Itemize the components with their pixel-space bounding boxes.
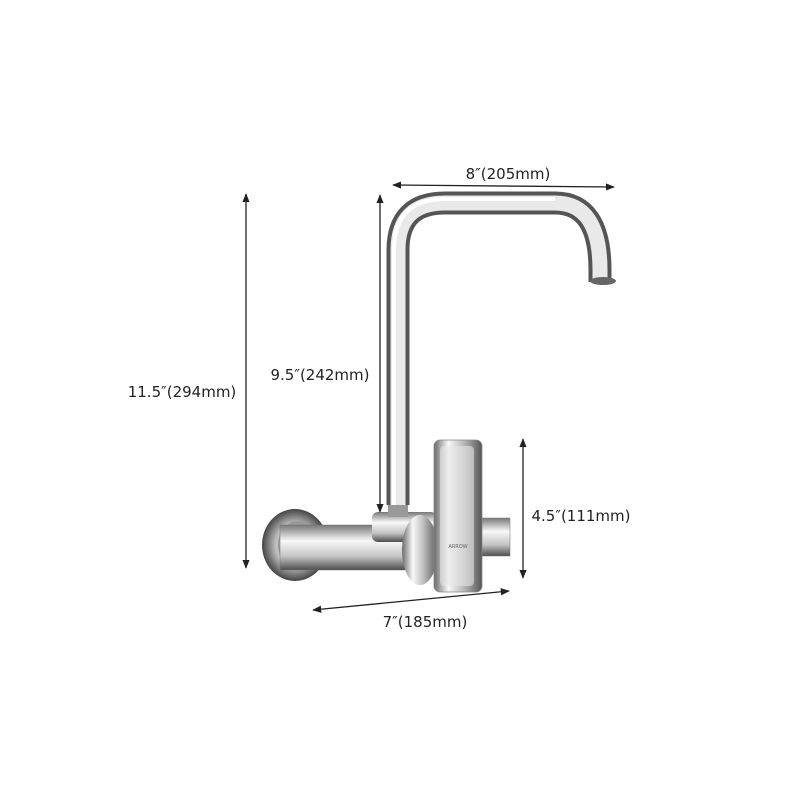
spout (386, 191, 612, 505)
label-spout-height: 9.5″(242mm) (270, 366, 370, 384)
arrow-spout-reach (392, 181, 615, 191)
label-total-height: 11.5″(294mm) (127, 383, 237, 401)
lever-handle[interactable]: ARROW (433, 439, 483, 593)
label-body-length: 7″(185mm) (382, 613, 468, 631)
arrow-body-length (312, 588, 510, 613)
label-spout-reach: 8″(205mm) (465, 165, 551, 183)
valve-cylinder (402, 515, 438, 585)
label-handle-height: 4.5″(111mm) (531, 507, 631, 525)
spout-outlet (590, 277, 616, 285)
brand-logo: ARROW (448, 544, 467, 550)
